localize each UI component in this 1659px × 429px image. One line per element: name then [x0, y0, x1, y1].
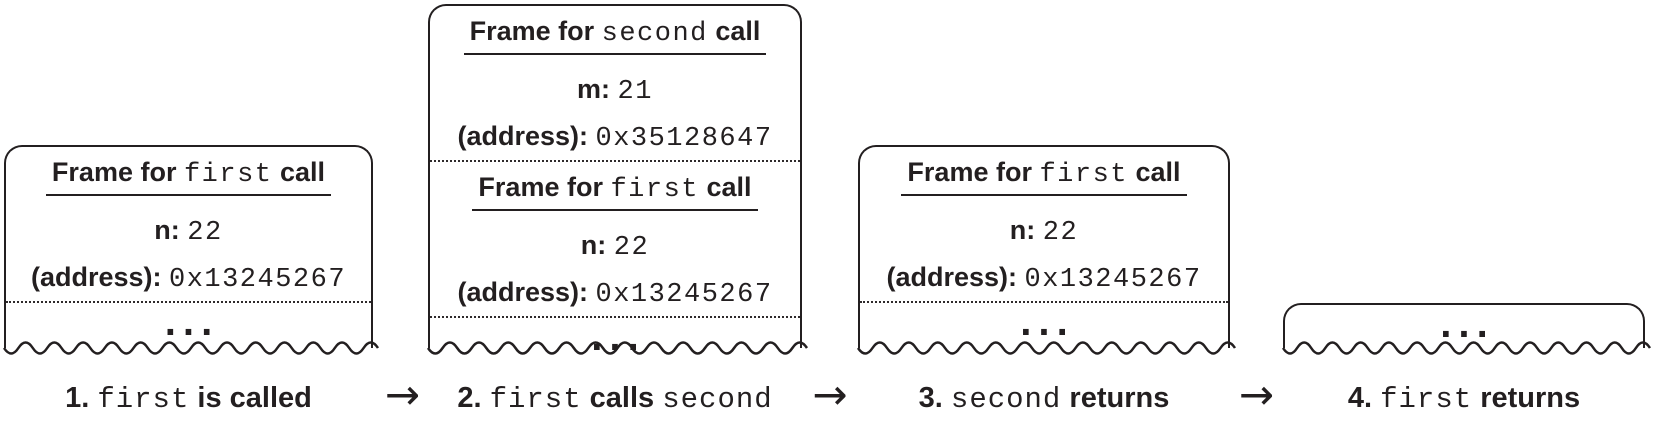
dotted-divider — [430, 316, 800, 318]
caption-fn-name: first — [1380, 383, 1473, 416]
ellipsis: ... — [164, 305, 219, 343]
frame-title-suffix: call — [715, 16, 761, 46]
stack-box-step1: Frame for first call n: 22 (address): 0x… — [2, 145, 379, 355]
caption-step-number: 4. — [1347, 382, 1373, 414]
caption-fn-name-2: second — [662, 383, 773, 416]
dotted-divider — [430, 160, 800, 162]
field-row: n: 22 — [860, 207, 1228, 254]
caption-fn-name: second — [950, 383, 1062, 416]
field-row: n: 22 — [6, 207, 371, 254]
step-arrow-1: → — [377, 370, 428, 422]
dotted-divider — [860, 301, 1228, 303]
field-value: 0x35128647 — [595, 124, 773, 154]
field-row: (address): 0x35128647 — [430, 113, 800, 160]
frame-title-prefix: Frame for — [907, 157, 1032, 187]
torn-edge — [426, 341, 808, 355]
frame-fn-name: first — [183, 160, 273, 190]
field-row: (address): 0x13245267 — [860, 254, 1228, 301]
field-value: 22 — [187, 218, 223, 248]
caption-text: is called — [197, 382, 312, 414]
caption-step2: 2. first calls second — [428, 372, 802, 424]
older-frames-row: ... — [860, 303, 1228, 347]
older-frames-row: ... — [6, 303, 371, 347]
caption-step4: 4. first returns — [1283, 372, 1645, 424]
stack-box-step3: Frame for first call n: 22 (address): 0x… — [856, 145, 1236, 355]
frame-title: Frame for first call — [6, 153, 371, 207]
frame-fn-name: second — [601, 19, 708, 49]
older-frames-row: ... — [1285, 305, 1643, 349]
frame-title-suffix: call — [706, 172, 752, 202]
field-row: (address): 0x13245267 — [430, 269, 800, 316]
right-arrow-icon: → — [1238, 370, 1275, 419]
right-arrow-icon: → — [384, 370, 421, 419]
frame-title-underline: Frame for first call — [472, 172, 758, 211]
field-row: (address): 0x13245267 — [6, 254, 371, 301]
field-label: n: — [1009, 215, 1036, 245]
frame-title-underline: Frame for second call — [463, 16, 767, 55]
ellipsis: ... — [1019, 305, 1075, 343]
field-row: m: 21 — [430, 66, 800, 113]
field-value: 0x13245267 — [169, 265, 347, 295]
field-row: n: 22 — [430, 222, 800, 269]
field-value: 0x13245267 — [1024, 265, 1202, 295]
dotted-divider — [6, 301, 371, 303]
field-value: 0x13245267 — [595, 280, 773, 310]
field-label: (address): — [457, 277, 588, 307]
field-label: (address): — [457, 121, 588, 151]
caption-fn-name: first — [97, 383, 190, 416]
caption-step-number: 1. — [65, 382, 90, 414]
ellipsis: ... — [1439, 307, 1495, 345]
stack-frame-first: Frame for first call n: 22 (address): 0x… — [6, 147, 371, 301]
caption-text: returns — [1069, 382, 1170, 414]
stack-frame-second: Frame for second call m: 21 (address): 0… — [430, 6, 800, 160]
frame-fn-name: first — [610, 175, 699, 205]
frame-title-suffix: call — [280, 157, 326, 187]
caption-step-number: 3. — [918, 382, 943, 414]
stack-box-step2: Frame for second call m: 21 (address): 0… — [426, 4, 808, 358]
field-label: n: — [154, 215, 180, 245]
stack-box-step4: ... — [1281, 303, 1651, 355]
frame-title-prefix: Frame for — [478, 172, 603, 202]
frame-title-underline: Frame for first call — [901, 157, 1187, 196]
frame-title-prefix: Frame for — [469, 16, 595, 46]
frame-title: Frame for first call — [860, 153, 1228, 207]
stack-frame-first: Frame for first call n: 22 (address): 0x… — [860, 147, 1228, 301]
field-label: (address): — [30, 262, 162, 292]
caption-fn-name: first — [489, 383, 582, 416]
step-arrow-3: → — [1230, 370, 1283, 422]
field-value: 22 — [1042, 218, 1079, 248]
caption-text: returns — [1480, 382, 1581, 414]
field-label: n: — [580, 230, 607, 260]
frame-title-prefix: Frame for — [51, 157, 177, 187]
field-label: m: — [577, 74, 611, 104]
caption-step1: 1. first is called — [0, 372, 377, 424]
torn-edge — [856, 341, 1236, 355]
caption-step3: 3. second returns — [858, 372, 1230, 424]
torn-edge — [1281, 341, 1651, 355]
caption-text: calls — [589, 382, 655, 414]
field-value: 22 — [613, 233, 650, 263]
frame-title-suffix: call — [1135, 157, 1181, 187]
field-value: 21 — [617, 77, 653, 107]
torn-edge — [2, 341, 379, 355]
field-label: (address): — [886, 262, 1017, 292]
stack-frame-first: Frame for first call n: 22 (address): 0x… — [430, 162, 800, 316]
right-arrow-icon: → — [812, 370, 848, 419]
frame-title: Frame for second call — [430, 12, 800, 66]
step-arrow-2: → — [802, 370, 858, 422]
caption-step-number: 2. — [457, 382, 482, 414]
frame-title: Frame for first call — [430, 168, 800, 222]
frame-title-underline: Frame for first call — [45, 157, 332, 196]
frame-fn-name: first — [1039, 160, 1128, 190]
